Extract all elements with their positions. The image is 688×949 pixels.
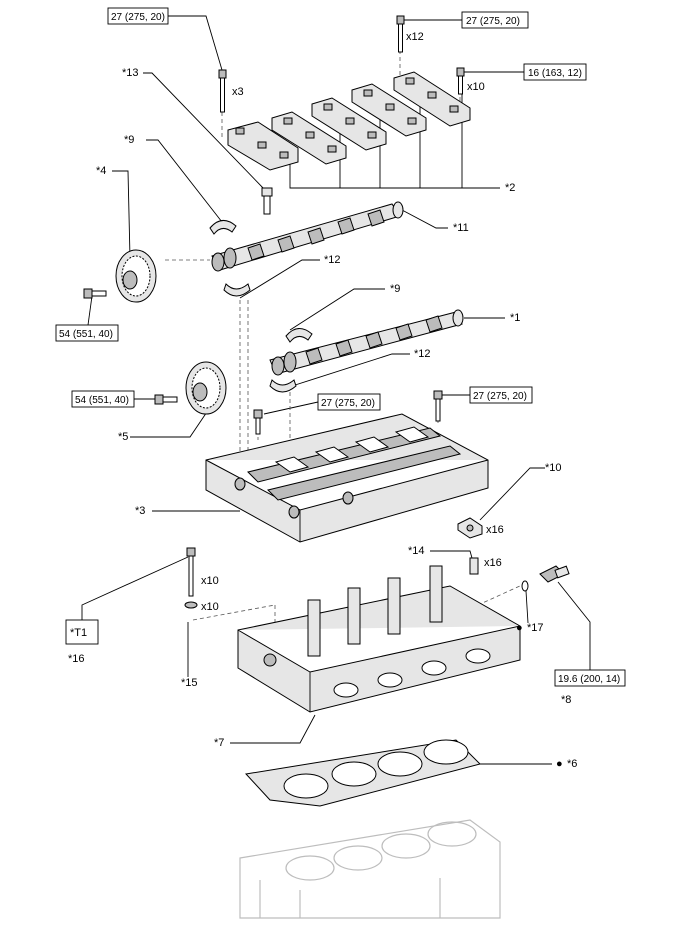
bolt-set-x3-icon — [218, 69, 227, 113]
callout-5: *5 — [118, 431, 128, 443]
camshaft-housing-bolt-left-icon — [253, 409, 263, 435]
coolant-temperature-sensor-icon — [539, 565, 570, 583]
svg-text:54 (551, 40): 54 (551, 40) — [75, 395, 129, 406]
svg-text:16 (163, 12): 16 (163, 12) — [528, 68, 582, 79]
camshaft-timing-gear-intake — [115, 249, 157, 303]
exhaust-camshaft — [269, 309, 464, 376]
camshaft-housing — [205, 413, 489, 543]
quantity-label-x16-caps: x16 — [486, 524, 504, 536]
torque-spec-box-top-left: 27 (275, 20) — [107, 7, 169, 25]
valve-lash-adjuster-icon — [469, 557, 479, 575]
intake-gear-bolt-icon — [83, 288, 107, 299]
exhaust-gear-bolt-icon — [154, 394, 178, 405]
svg-text:27 (275, 20): 27 (275, 20) — [473, 391, 527, 402]
callout-1: *1 — [510, 312, 520, 324]
bearing-cap-4 — [351, 83, 427, 137]
callout-14: *14 — [408, 545, 425, 557]
svg-text:27 (275, 20): 27 (275, 20) — [111, 12, 165, 23]
bearing-cap-1 — [227, 121, 299, 171]
quantity-label-x10-cap-bolts: x10 — [467, 81, 485, 93]
camshaft-timing-gear-exhaust — [185, 361, 227, 415]
callout-10: *10 — [545, 462, 562, 474]
cylinder-head — [237, 565, 521, 713]
callout-6-dot: ● — [556, 758, 563, 770]
callout-17-dot: ● — [516, 622, 523, 634]
svg-text:54 (551, 40): 54 (551, 40) — [59, 329, 113, 340]
callout-9-upper: *9 — [124, 134, 134, 146]
torque-spec-box-bearing-cap-bolt: 16 (163, 12) — [523, 63, 587, 81]
svg-text:27 (275, 20): 27 (275, 20) — [321, 398, 375, 409]
bolt-set-x10-icon — [456, 67, 465, 95]
callout-8: *8 — [561, 694, 571, 706]
quantity-label-x10-head-bolts: x10 — [201, 575, 219, 587]
camshaft-bearing-lower-exhaust-icon — [269, 379, 297, 393]
callout-7: *7 — [214, 737, 224, 749]
torque-spec-box-exhaust-gear-bolt: 54 (551, 40) — [71, 390, 135, 408]
torque-spec-box-housing-bolt-left: 27 (275, 20) — [317, 393, 381, 411]
callout-12-upper: *12 — [324, 254, 341, 266]
camshaft-bearing-cap-small-icon — [457, 517, 483, 539]
camshaft-bearing-upper-exhaust-icon — [285, 328, 313, 343]
cylinder-head-bolt-icon — [186, 547, 196, 597]
bearing-cap-3 — [311, 97, 387, 151]
cylinder-block-outline — [239, 819, 501, 919]
callout-15: *15 — [181, 677, 198, 689]
callout-12-lower: *12 — [414, 348, 431, 360]
torque-spec-box-housing-bolt-right: 27 (275, 20) — [469, 386, 533, 404]
callout-2: *2 — [505, 182, 515, 194]
camshaft-bearing-caps — [227, 71, 471, 171]
camshaft-housing-bolt-right-icon — [433, 390, 443, 422]
callout-11: *11 — [453, 222, 469, 234]
torque-spec-box-top-right: 27 (275, 20) — [461, 11, 529, 29]
camshaft-bearing-lower-intake-icon — [223, 283, 251, 297]
bearing-cap-5 — [393, 71, 471, 127]
callout-16: *16 — [68, 653, 85, 665]
torque-spec-box-intake-gear-bolt: 54 (551, 40) — [55, 324, 119, 342]
callout-4: *4 — [96, 165, 106, 177]
quantity-label-x16-adjusters: x16 — [484, 557, 502, 569]
callout-13: *13 — [122, 67, 139, 79]
quantity-label-x10-washers: x10 — [201, 601, 219, 613]
quantity-label-x3: x3 — [232, 86, 244, 98]
torque-spec-box-sensor: 19.6 (200, 14) — [554, 669, 626, 687]
camshaft-bearing-upper-icon — [209, 220, 237, 235]
cylinder-head-gasket — [245, 739, 481, 807]
callout-6: *6 — [567, 758, 577, 770]
bearing-cap-2 — [271, 111, 347, 165]
oil-control-valve-filter-icon — [261, 187, 273, 215]
svg-text:19.6 (200, 14): 19.6 (200, 14) — [558, 674, 620, 685]
quantity-label-x12: x12 — [406, 31, 424, 43]
svg-text:27 (275, 20): 27 (275, 20) — [466, 16, 520, 27]
callout-17: *17 — [527, 622, 544, 634]
callout-3: *3 — [135, 505, 145, 517]
svg-text:*T1: *T1 — [70, 627, 87, 639]
bolt-set-x12-icon — [396, 15, 405, 53]
o-ring-icon — [521, 580, 529, 592]
tool-box-t1: *T1 — [65, 619, 99, 645]
callout-9-lower: *9 — [390, 283, 400, 295]
plate-washer-icon — [184, 601, 198, 609]
intake-camshaft — [211, 201, 404, 272]
